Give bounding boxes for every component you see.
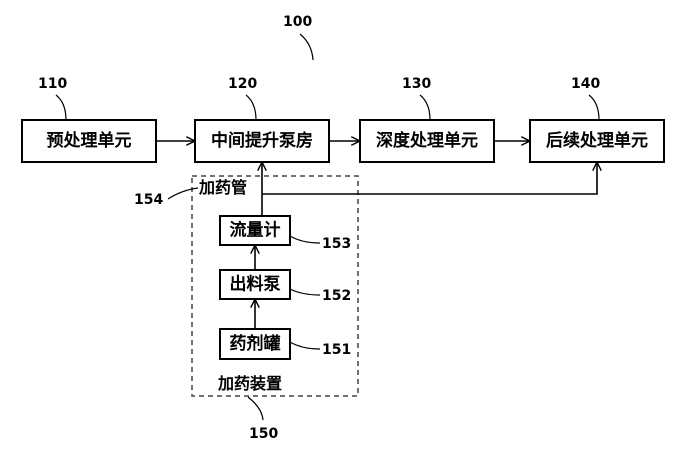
component-flow-meter-ref-leader xyxy=(289,235,321,244)
unit-pretreatment-ref-leader xyxy=(55,94,67,121)
dosing-device-label: 加药装置 xyxy=(217,374,282,393)
component-flow-meter-box xyxy=(219,215,291,246)
unit-lift-pump-room-ref: 120 xyxy=(228,76,257,92)
unit-lift-pump-room-box xyxy=(194,119,330,163)
dosing-pipe-label: 加药管 xyxy=(198,178,247,197)
unit-post-treatment-ref: 140 xyxy=(571,76,600,92)
unit-post-treatment-box xyxy=(529,119,665,163)
component-flow-meter-ref: 153 xyxy=(322,236,351,252)
component-discharge-pump-ref-leader xyxy=(289,288,321,296)
component-chemical-tank-ref-leader xyxy=(289,341,321,350)
dosing-pipe-ref-leader xyxy=(167,187,199,200)
unit-pretreatment-label: 预处理单元 xyxy=(47,130,132,151)
component-discharge-pump-ref: 152 xyxy=(322,288,351,304)
component-chemical-tank-label: 药剂罐 xyxy=(230,333,281,354)
dosing-device-ref-leader xyxy=(247,396,264,421)
component-discharge-pump-label: 出料泵 xyxy=(230,274,281,295)
unit-lift-pump-room-ref-leader xyxy=(245,94,257,121)
component-chemical-tank-box xyxy=(219,328,291,360)
unit-post-treatment-ref-leader xyxy=(588,94,600,121)
unit-post-treatment-label: 后续处理单元 xyxy=(546,130,648,151)
component-flow-meter-label: 流量计 xyxy=(230,220,281,241)
figure-ref-leader xyxy=(299,33,314,61)
dosing-device-enclosure xyxy=(191,175,359,397)
unit-deep-treatment-label: 深度处理单元 xyxy=(376,130,478,151)
component-chemical-tank-ref: 151 xyxy=(322,342,351,358)
unit-deep-treatment-ref-leader xyxy=(419,94,431,121)
unit-deep-treatment-ref: 130 xyxy=(402,76,431,92)
dosing-pipe-ref: 154 xyxy=(134,192,163,208)
unit-deep-treatment-box xyxy=(359,119,495,163)
dosing-device-ref: 150 xyxy=(249,426,278,442)
figure-ref-label: 100 xyxy=(283,14,312,30)
dosing-pipe-to-post-treatment xyxy=(262,163,597,195)
component-discharge-pump-box xyxy=(219,269,291,300)
unit-pretreatment-ref: 110 xyxy=(38,76,67,92)
unit-lift-pump-room-label: 中间提升泵房 xyxy=(211,130,313,151)
